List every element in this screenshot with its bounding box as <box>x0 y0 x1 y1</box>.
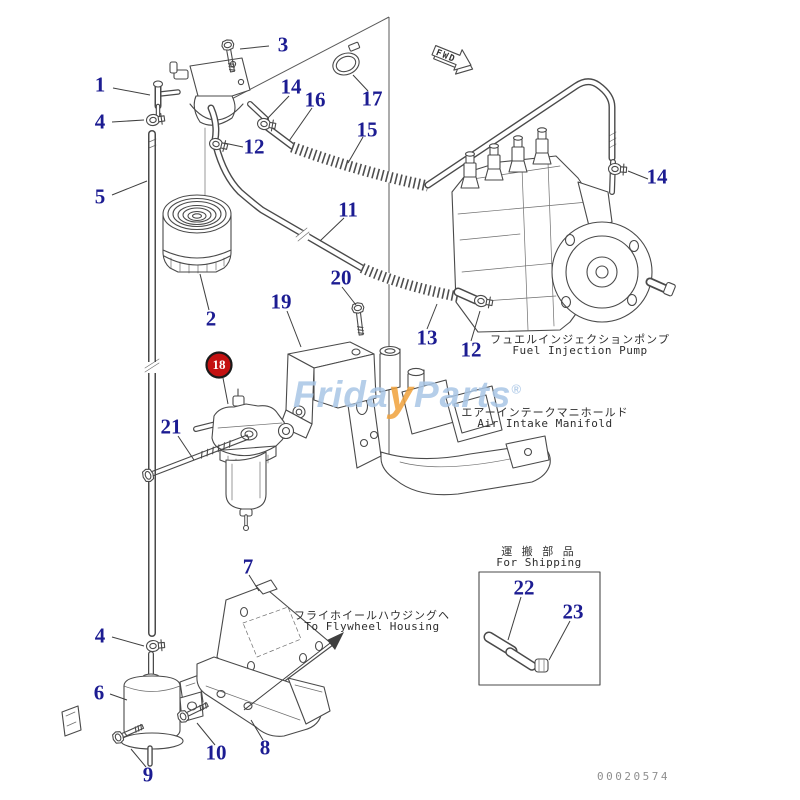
fuel-tube-5-drawing <box>144 134 160 633</box>
fuel-injection-pump-label-en: Fuel Injection Pump <box>512 344 648 357</box>
air-intake-manifold-label-en: Air Intake Manifold <box>477 417 613 430</box>
highlight-circle-18 <box>207 353 232 378</box>
for-shipping-label-en: For Shipping <box>496 556 582 569</box>
to-flywheel-housing-label-jp: フライホイールハウジングヘ <box>294 609 450 622</box>
fuel-feed-pump-drawing <box>121 654 203 764</box>
callout-14-right: 14 <box>646 164 668 189</box>
fuel-injection-pump-drawing <box>452 128 676 332</box>
bolts <box>110 38 368 746</box>
callout-4-top: 4 <box>94 109 106 134</box>
callout-3: 3 <box>277 32 289 57</box>
callout-20: 20 <box>330 265 352 290</box>
hose-clamp-17-drawing <box>327 42 367 79</box>
callout-2: 2 <box>205 306 217 331</box>
callout-22: 22 <box>513 575 535 600</box>
for-shipping-box <box>479 572 600 685</box>
callout-23: 23 <box>562 599 584 624</box>
flywheel-direction-arrow <box>244 632 344 710</box>
watermark-text-right: Parts <box>413 374 512 415</box>
callout-6: 6 <box>93 680 105 705</box>
callout-4-bottom: 4 <box>94 623 106 648</box>
long-bolt-21 <box>141 431 250 483</box>
filter-head-drawing <box>154 58 267 195</box>
callout-7: 7 <box>242 554 254 579</box>
bottom-hose-run-drawing <box>211 108 476 300</box>
fuel-injection-pump-label-jp: フュエルインジェクションポンプ <box>490 333 670 346</box>
callout-5: 5 <box>94 184 106 209</box>
callout-16: 16 <box>304 87 326 112</box>
watermark-accent: y <box>388 371 414 420</box>
callout-11: 11 <box>338 197 358 222</box>
callout-21: 21 <box>160 414 182 439</box>
callout-19: 19 <box>270 289 292 314</box>
callout-12-top: 12 <box>243 134 265 159</box>
callout-14-top: 14 <box>280 74 302 99</box>
callout-8: 8 <box>259 735 271 760</box>
callout-12-right: 12 <box>460 337 482 362</box>
top-hose-run-drawing <box>268 82 616 186</box>
leader-lines <box>110 46 648 767</box>
watermark: FridayParts® <box>293 368 523 420</box>
watermark-text-left: Frida <box>293 374 389 415</box>
callout-9: 9 <box>142 762 154 787</box>
to-flywheel-housing-label-en: To Flywheel Housing <box>304 620 440 633</box>
registered-mark: ® <box>511 381 523 397</box>
callout-15: 15 <box>356 117 378 142</box>
callout-1: 1 <box>94 72 106 97</box>
for-shipping-label-jp: 運 搬 部 品 <box>501 545 577 558</box>
fwd-arrow: FWD <box>429 40 478 79</box>
water-separator-drawing <box>196 389 294 531</box>
callout-17: 17 <box>361 86 383 111</box>
callout-18-highlighted: 18 <box>212 357 226 372</box>
air-intake-manifold-label-jp: エアーインテークマニホールド <box>461 406 629 419</box>
bracket-19-drawing <box>280 342 376 438</box>
callout-10: 10 <box>205 740 227 765</box>
fuel-filter-cartridge-drawing <box>163 195 231 273</box>
document-number: 00020574 <box>597 770 670 783</box>
callout-13: 13 <box>416 325 438 350</box>
